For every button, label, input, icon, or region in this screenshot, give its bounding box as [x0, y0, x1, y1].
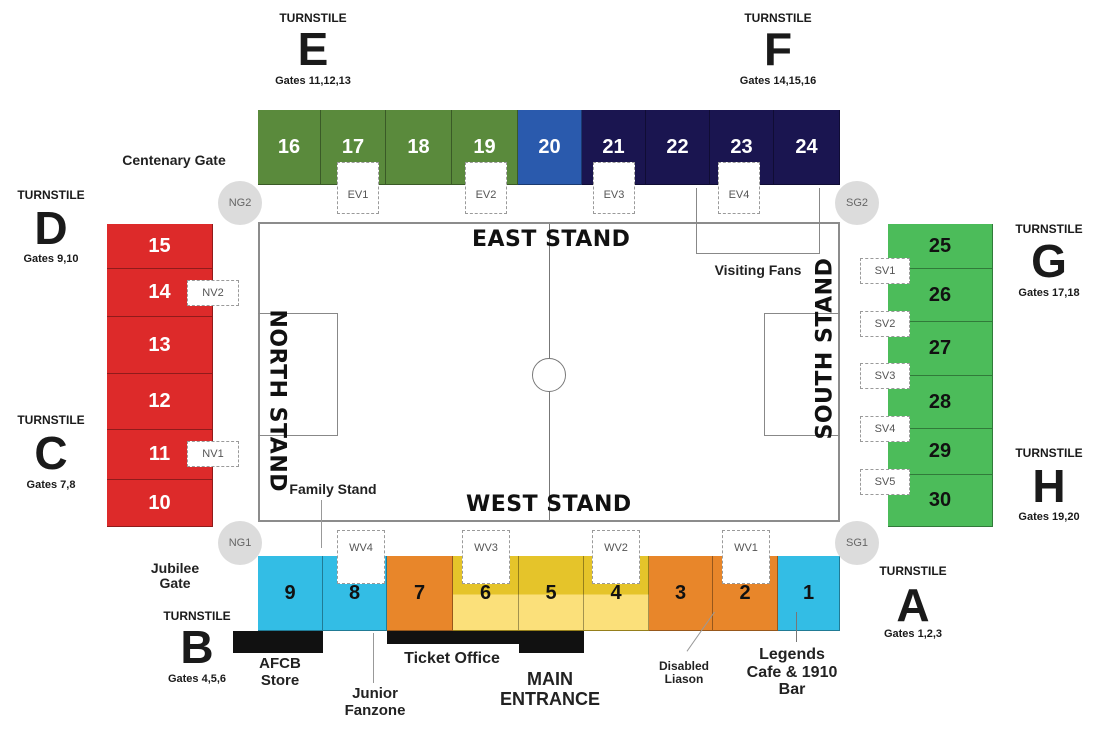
east-stand-label: EAST STAND [472, 227, 631, 252]
turnstile-d-gates: Gates 9,10 [23, 253, 79, 265]
ticket-office-label: Ticket Office [404, 650, 500, 667]
south-stand-label: SOUTH STAND [812, 257, 838, 440]
entry-wv4[interactable]: WV4 [337, 530, 385, 584]
block-19[interactable]: 19 [452, 110, 518, 185]
centre-circle [532, 358, 566, 392]
entry-wv2[interactable]: WV2 [592, 530, 640, 584]
turnstile-b-letter: B [180, 621, 214, 673]
entry-sv4[interactable]: SV4 [860, 416, 910, 442]
entry-sv1[interactable]: SV1 [860, 258, 910, 284]
visiting-fans-bracket [696, 188, 820, 254]
turnstile-f-heading: TURNSTILE [744, 11, 812, 25]
turnstile-f-gates: Gates 14,15,16 [739, 75, 817, 87]
corner-gate-sg2[interactable]: SG2 [835, 181, 879, 225]
block-1[interactable]: 1 [778, 556, 840, 631]
entry-wv3[interactable]: WV3 [462, 530, 510, 584]
entry-nv2[interactable]: NV2 [187, 280, 239, 306]
turnstile-b-gates: Gates 4,5,6 [167, 673, 227, 685]
turnstile-b-heading: TURNSTILE [163, 609, 231, 623]
turnstile-c-letter: C [34, 427, 68, 479]
corner-gate-sg1[interactable]: SG1 [835, 521, 879, 565]
ticket-office-bar [387, 631, 519, 644]
turnstile-e-letter: E [297, 23, 329, 75]
entry-sv3[interactable]: SV3 [860, 363, 910, 389]
block-3[interactable]: 3 [649, 556, 713, 631]
south-penalty-box [764, 313, 840, 436]
block-22[interactable]: 22 [646, 110, 710, 185]
entry-ev2[interactable]: EV2 [465, 162, 507, 214]
turnstile-h-gates: Gates 19,20 [1018, 511, 1080, 523]
junior-fanzone-label: Junior Fanzone [344, 685, 406, 719]
corner-gate-ng1[interactable]: NG1 [218, 521, 262, 565]
block-18[interactable]: 18 [386, 110, 452, 185]
jubilee-gate-label: Jubilee Gate [150, 560, 200, 592]
turnstile-e-heading: TURNSTILE [279, 11, 347, 25]
corner-gate-ng2[interactable]: NG2 [218, 181, 262, 225]
turnstile-c-heading: TURNSTILE [17, 413, 85, 427]
block-10[interactable]: 10 [107, 480, 213, 527]
block-24[interactable]: 24 [774, 110, 840, 185]
north-stand-label: NORTH STAND [264, 309, 290, 493]
entry-wv1[interactable]: WV1 [722, 530, 770, 584]
visiting-fans-label: Visiting Fans [714, 262, 802, 278]
block-20[interactable]: 20 [518, 110, 582, 185]
turnstile-h-heading: TURNSTILE [1015, 446, 1083, 460]
turnstile-h-letter: H [1032, 460, 1066, 512]
block-9[interactable]: 9 [258, 556, 323, 631]
legends-cafe-pointer [796, 612, 797, 642]
family-stand-pointer [321, 500, 322, 548]
centenary-gate-label: Centenary Gate [122, 152, 226, 168]
turnstile-g-gates: Gates 17,18 [1018, 287, 1080, 299]
turnstile-f-letter: F [763, 23, 793, 75]
disabled-liason-label: Disabled Liason [658, 659, 709, 687]
legends-cafe-label: Legends Cafe & 1910 Bar [746, 646, 838, 699]
turnstile-e-gates: Gates 11,12,13 [275, 75, 351, 87]
turnstile-g-letter: G [1031, 235, 1067, 287]
west-stand-label: WEST STAND [466, 492, 632, 517]
main-entrance-bar [519, 631, 584, 653]
main-entrance-label: MAIN ENTRANCE [499, 669, 600, 709]
family-stand-label: Family Stand [289, 481, 377, 497]
block-15[interactable]: 15 [107, 224, 213, 269]
block-16[interactable]: 16 [258, 110, 321, 185]
afcb-store-label: AFCB Store [259, 655, 301, 689]
block-12[interactable]: 12 [107, 374, 213, 430]
entry-sv5[interactable]: SV5 [860, 469, 910, 495]
turnstile-a-gates: Gates 1,2,3 [883, 628, 943, 640]
entry-nv1[interactable]: NV1 [187, 441, 239, 467]
turnstile-a-heading: TURNSTILE [879, 564, 947, 578]
block-13[interactable]: 13 [107, 317, 213, 374]
turnstile-a-letter: A [896, 579, 930, 631]
block-7[interactable]: 7 [387, 556, 453, 631]
afcb-store-bar [233, 631, 323, 653]
block-5[interactable]: 5 [519, 556, 584, 631]
entry-ev3[interactable]: EV3 [593, 162, 635, 214]
turnstile-d-letter: D [34, 202, 68, 254]
junior-fanzone-pointer [373, 633, 374, 683]
entry-ev1[interactable]: EV1 [337, 162, 379, 214]
turnstile-c-gates: Gates 7,8 [26, 479, 76, 491]
entry-ev4[interactable]: EV4 [718, 162, 760, 214]
entry-sv2[interactable]: SV2 [860, 311, 910, 337]
north-penalty-box [258, 313, 338, 436]
turnstile-d-heading: TURNSTILE [17, 188, 85, 202]
turnstile-g-heading: TURNSTILE [1015, 222, 1083, 236]
